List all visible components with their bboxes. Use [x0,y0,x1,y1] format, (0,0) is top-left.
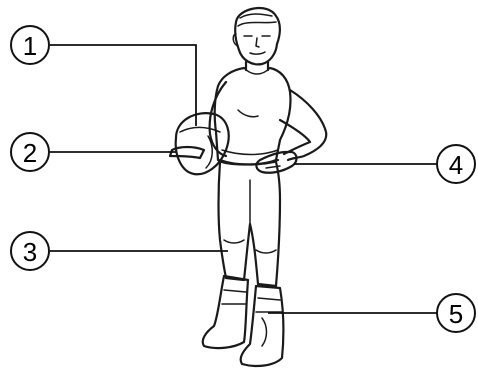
head [233,8,280,64]
callout-label: 3 [23,237,37,267]
callout-1: 1 [11,26,49,64]
callout-label: 2 [23,138,37,168]
callout-4: 4 [437,145,475,183]
leader-1 [50,45,196,126]
callout-3: 3 [11,232,49,270]
callout-5: 5 [437,294,475,332]
callout-2: 2 [11,133,49,171]
boot-left [203,276,248,348]
callout-label: 1 [23,31,37,61]
callout-label: 5 [449,299,463,329]
callout-label: 4 [449,150,463,180]
collar [244,68,270,74]
